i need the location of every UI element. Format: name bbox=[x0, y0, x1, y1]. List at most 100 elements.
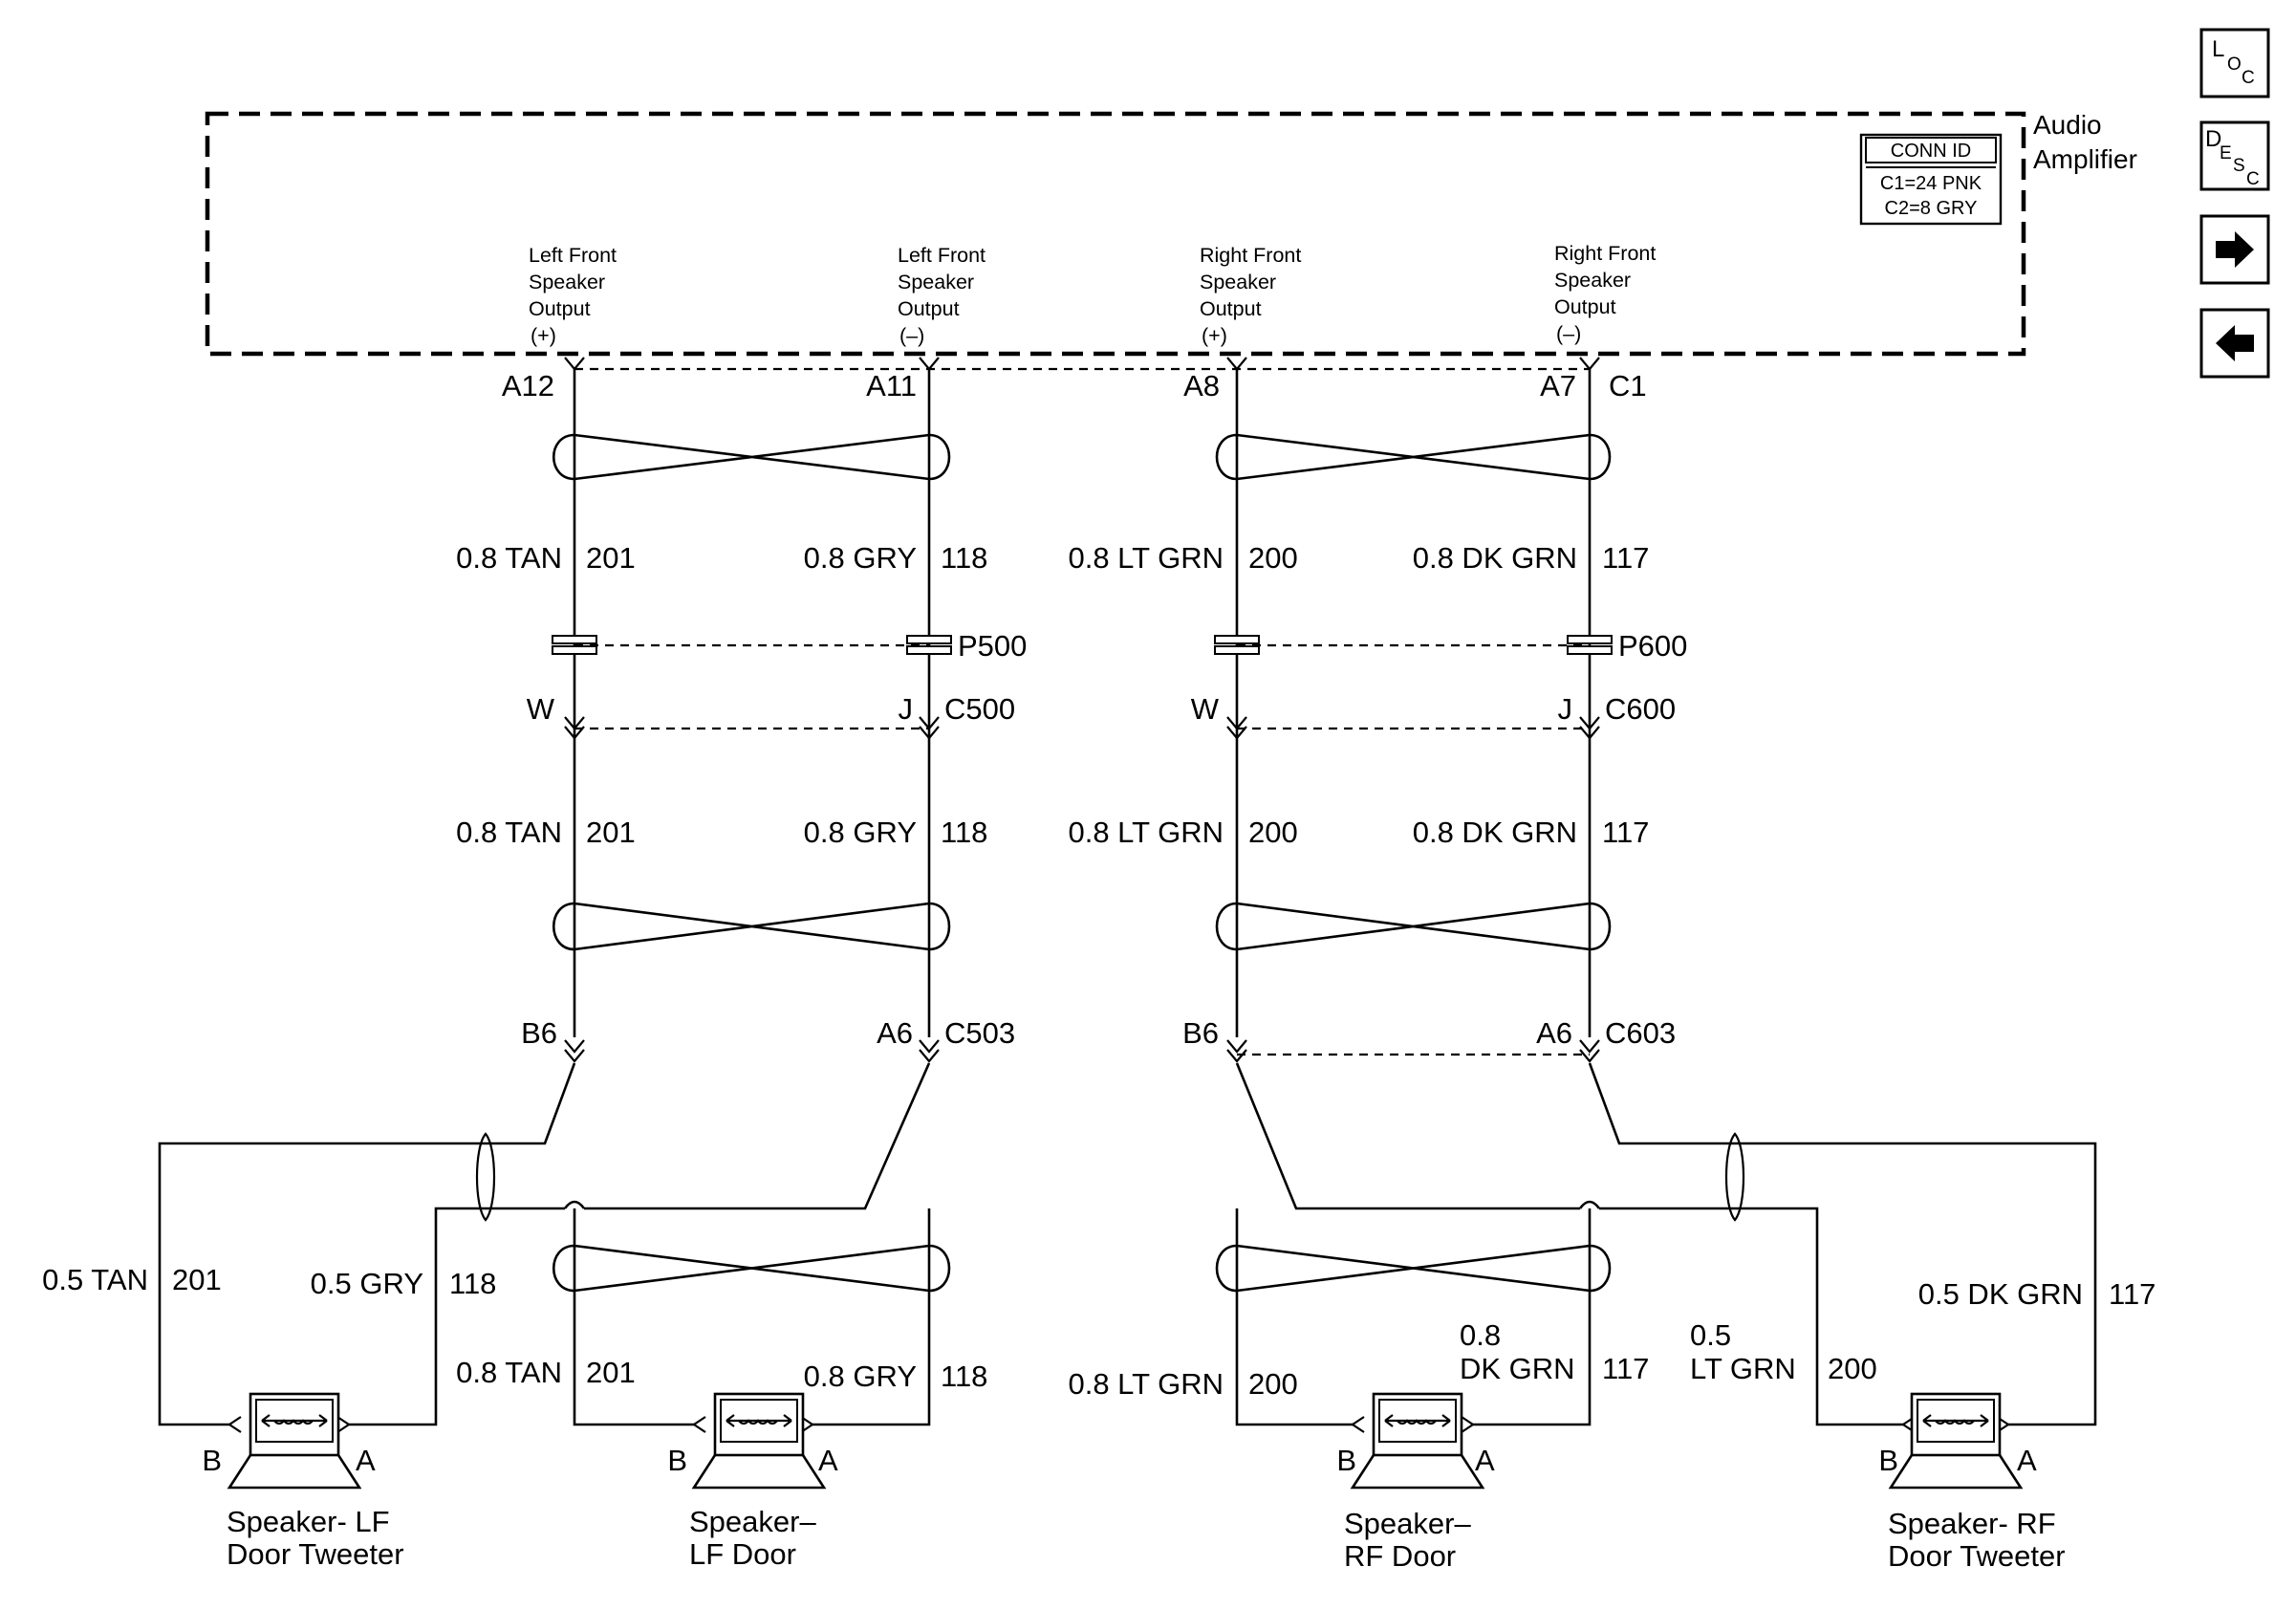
output-label-rf-neg: Right Front Speaker Output (–) bbox=[1554, 242, 1656, 345]
wire-label-rf-door-a-size: 0.8 bbox=[1460, 1318, 1501, 1352]
speaker-lf-door-tweeter: B A Speaker- LF Door Tweeter bbox=[202, 1392, 404, 1571]
rf-door-pin-a: A bbox=[1475, 1444, 1495, 1477]
lf-door-pin-a: A bbox=[818, 1444, 838, 1477]
svg-text:Speaker: Speaker bbox=[1554, 269, 1631, 292]
circuit-201-top: 201 bbox=[586, 541, 636, 575]
connector-c603: B6 A6 C603 bbox=[1182, 1016, 1676, 1063]
wire-label-lf-neg-top: 0.8 GRY bbox=[804, 541, 917, 575]
c603-pin-b6: B6 bbox=[1182, 1016, 1219, 1050]
wire-label-lf-tweeter-a: 0.5 GRY bbox=[311, 1267, 423, 1300]
svg-text:Speaker: Speaker bbox=[529, 271, 605, 294]
svg-text:Left Front: Left Front bbox=[529, 244, 617, 267]
output-label-rf-pos: Right Front Speaker Output (+) bbox=[1200, 244, 1301, 347]
svg-text:(+): (+) bbox=[531, 324, 556, 347]
loc-letter-o: O bbox=[2227, 54, 2242, 75]
circuit-lf-tweeter-a: 118 bbox=[449, 1267, 496, 1300]
wire-label-lf-neg-mid: 0.8 GRY bbox=[804, 816, 917, 849]
speaker-lf-door: B A Speaker– LF Door bbox=[667, 1392, 838, 1571]
circuit-201-mid: 201 bbox=[586, 816, 636, 849]
wire-label-lf-door-b: 0.8 TAN bbox=[456, 1356, 562, 1389]
connector-c1-label: C1 bbox=[1609, 369, 1647, 402]
wire-label-rf-tweeter-b-size: 0.5 bbox=[1690, 1318, 1731, 1352]
pin-a11: A11 bbox=[866, 369, 917, 402]
c600-label: C600 bbox=[1605, 692, 1676, 726]
arrow-right-icon bbox=[2216, 231, 2254, 268]
rf-door-twisted-pair bbox=[1215, 1244, 1612, 1293]
wire-label-rf-neg-mid: 0.8 DK GRN bbox=[1413, 816, 1577, 849]
prev-button[interactable] bbox=[2199, 308, 2270, 379]
lf-tweeter-name-line1: Speaker- LF bbox=[227, 1505, 390, 1538]
circuit-118-mid: 118 bbox=[941, 816, 987, 849]
svg-text:Output: Output bbox=[898, 297, 960, 320]
connector-c600: W J C600 bbox=[1191, 692, 1676, 740]
wire-label-rf-tweeter-a: 0.5 DK GRN bbox=[1918, 1277, 2083, 1311]
svg-text:Speaker: Speaker bbox=[1200, 271, 1276, 294]
c603-pin-a6: A6 bbox=[1536, 1016, 1572, 1050]
c600-pin-w: W bbox=[1191, 692, 1220, 726]
rf-lower-wires bbox=[1235, 1062, 2097, 1426]
c500-pin-j: J bbox=[899, 692, 914, 726]
rf-tweeter-twist bbox=[1724, 1132, 1745, 1222]
conn-id-box: CONN ID C1=24 PNK C2=8 GRY bbox=[1859, 133, 2003, 226]
amplifier-name-line1: Audio bbox=[2033, 110, 2102, 140]
output-label-lf-neg: Left Front Speaker Output (–) bbox=[898, 244, 986, 347]
desc-letter-c: C bbox=[2246, 169, 2260, 189]
speaker-rf-door-tweeter: B A Speaker- RF Door Tweeter bbox=[1878, 1392, 2066, 1573]
svg-text:Output: Output bbox=[1200, 297, 1262, 320]
pin-a12: A12 bbox=[502, 369, 554, 402]
twisted-pair-mid bbox=[552, 902, 1612, 951]
svg-text:Output: Output bbox=[529, 297, 591, 320]
c500-label: C500 bbox=[944, 692, 1015, 726]
wire-label-lf-pos-mid: 0.8 TAN bbox=[456, 816, 562, 849]
rf-door-name-line2: RF Door bbox=[1344, 1539, 1456, 1573]
loc-letter-c: C bbox=[2242, 68, 2255, 88]
wire-label-lf-door-a: 0.8 GRY bbox=[804, 1360, 917, 1393]
c600-pin-j: J bbox=[1558, 692, 1573, 726]
desc-button[interactable]: D E S C bbox=[2199, 120, 2270, 191]
svg-text:(+): (+) bbox=[1202, 324, 1227, 347]
svg-text:(–): (–) bbox=[899, 324, 924, 347]
wire-label-rf-door-b: 0.8 LT GRN bbox=[1068, 1367, 1224, 1401]
circuit-200-mid: 200 bbox=[1248, 816, 1298, 849]
loc-letter-l: L bbox=[2212, 36, 2224, 62]
next-button[interactable] bbox=[2199, 214, 2270, 285]
circuit-rf-tweeter-b: 200 bbox=[1828, 1352, 1877, 1385]
audio-amplifier: Audio Amplifier CONN ID C1=24 PNK C2=8 G… bbox=[205, 110, 2137, 357]
lf-door-name-line1: Speaker– bbox=[689, 1505, 816, 1538]
wire-label-lf-tweeter-b: 0.5 TAN bbox=[42, 1263, 148, 1296]
c503-label: C503 bbox=[944, 1016, 1015, 1050]
lf-tweeter-twist bbox=[475, 1132, 496, 1222]
lf-tweeter-name-line2: Door Tweeter bbox=[227, 1537, 404, 1571]
splice-p500-label: P500 bbox=[958, 629, 1027, 663]
twisted-pair-top bbox=[552, 433, 1612, 481]
conn-id-line2: C2=8 GRY bbox=[1885, 198, 1978, 219]
speaker-icon bbox=[227, 1392, 362, 1490]
c503-pin-b6: B6 bbox=[521, 1016, 557, 1050]
splice-p500: P500 bbox=[552, 629, 1027, 663]
speaker-rf-door: B A Speaker– RF Door bbox=[1336, 1392, 1495, 1573]
circuit-117-mid: 117 bbox=[1602, 816, 1649, 849]
svg-text:Output: Output bbox=[1554, 295, 1616, 318]
circuit-lf-tweeter-b: 201 bbox=[172, 1263, 222, 1296]
wire-label-rf-door-a-color: DK GRN bbox=[1460, 1352, 1575, 1385]
circuit-lf-door-a: 118 bbox=[941, 1360, 987, 1393]
circuit-lf-door-b: 201 bbox=[586, 1356, 636, 1389]
splice-p600: P600 bbox=[1214, 629, 1687, 663]
amplifier-name-line2: Amplifier bbox=[2033, 144, 2137, 174]
rf-tweeter-pin-b: B bbox=[1878, 1444, 1898, 1477]
rf-tweeter-pin-a: A bbox=[2017, 1444, 2037, 1477]
speaker-icon bbox=[1350, 1392, 1485, 1490]
rf-door-pin-b: B bbox=[1336, 1444, 1356, 1477]
output-label-lf-pos: Left Front Speaker Output (+) bbox=[529, 244, 617, 347]
amplifier-outline bbox=[205, 111, 2026, 357]
wire-label-rf-pos-mid: 0.8 LT GRN bbox=[1068, 816, 1224, 849]
arrow-left-icon bbox=[2216, 325, 2254, 361]
connector-c503: B6 A6 C503 bbox=[521, 1016, 1015, 1063]
circuit-rf-door-b: 200 bbox=[1248, 1367, 1298, 1401]
wire-label-rf-tweeter-b-color: LT GRN bbox=[1690, 1352, 1796, 1385]
loc-button[interactable]: L O C bbox=[2199, 28, 2270, 98]
desc-letter-s: S bbox=[2233, 156, 2245, 176]
lf-tweeter-pin-b: B bbox=[202, 1444, 222, 1477]
pin-a8: A8 bbox=[1183, 369, 1220, 402]
